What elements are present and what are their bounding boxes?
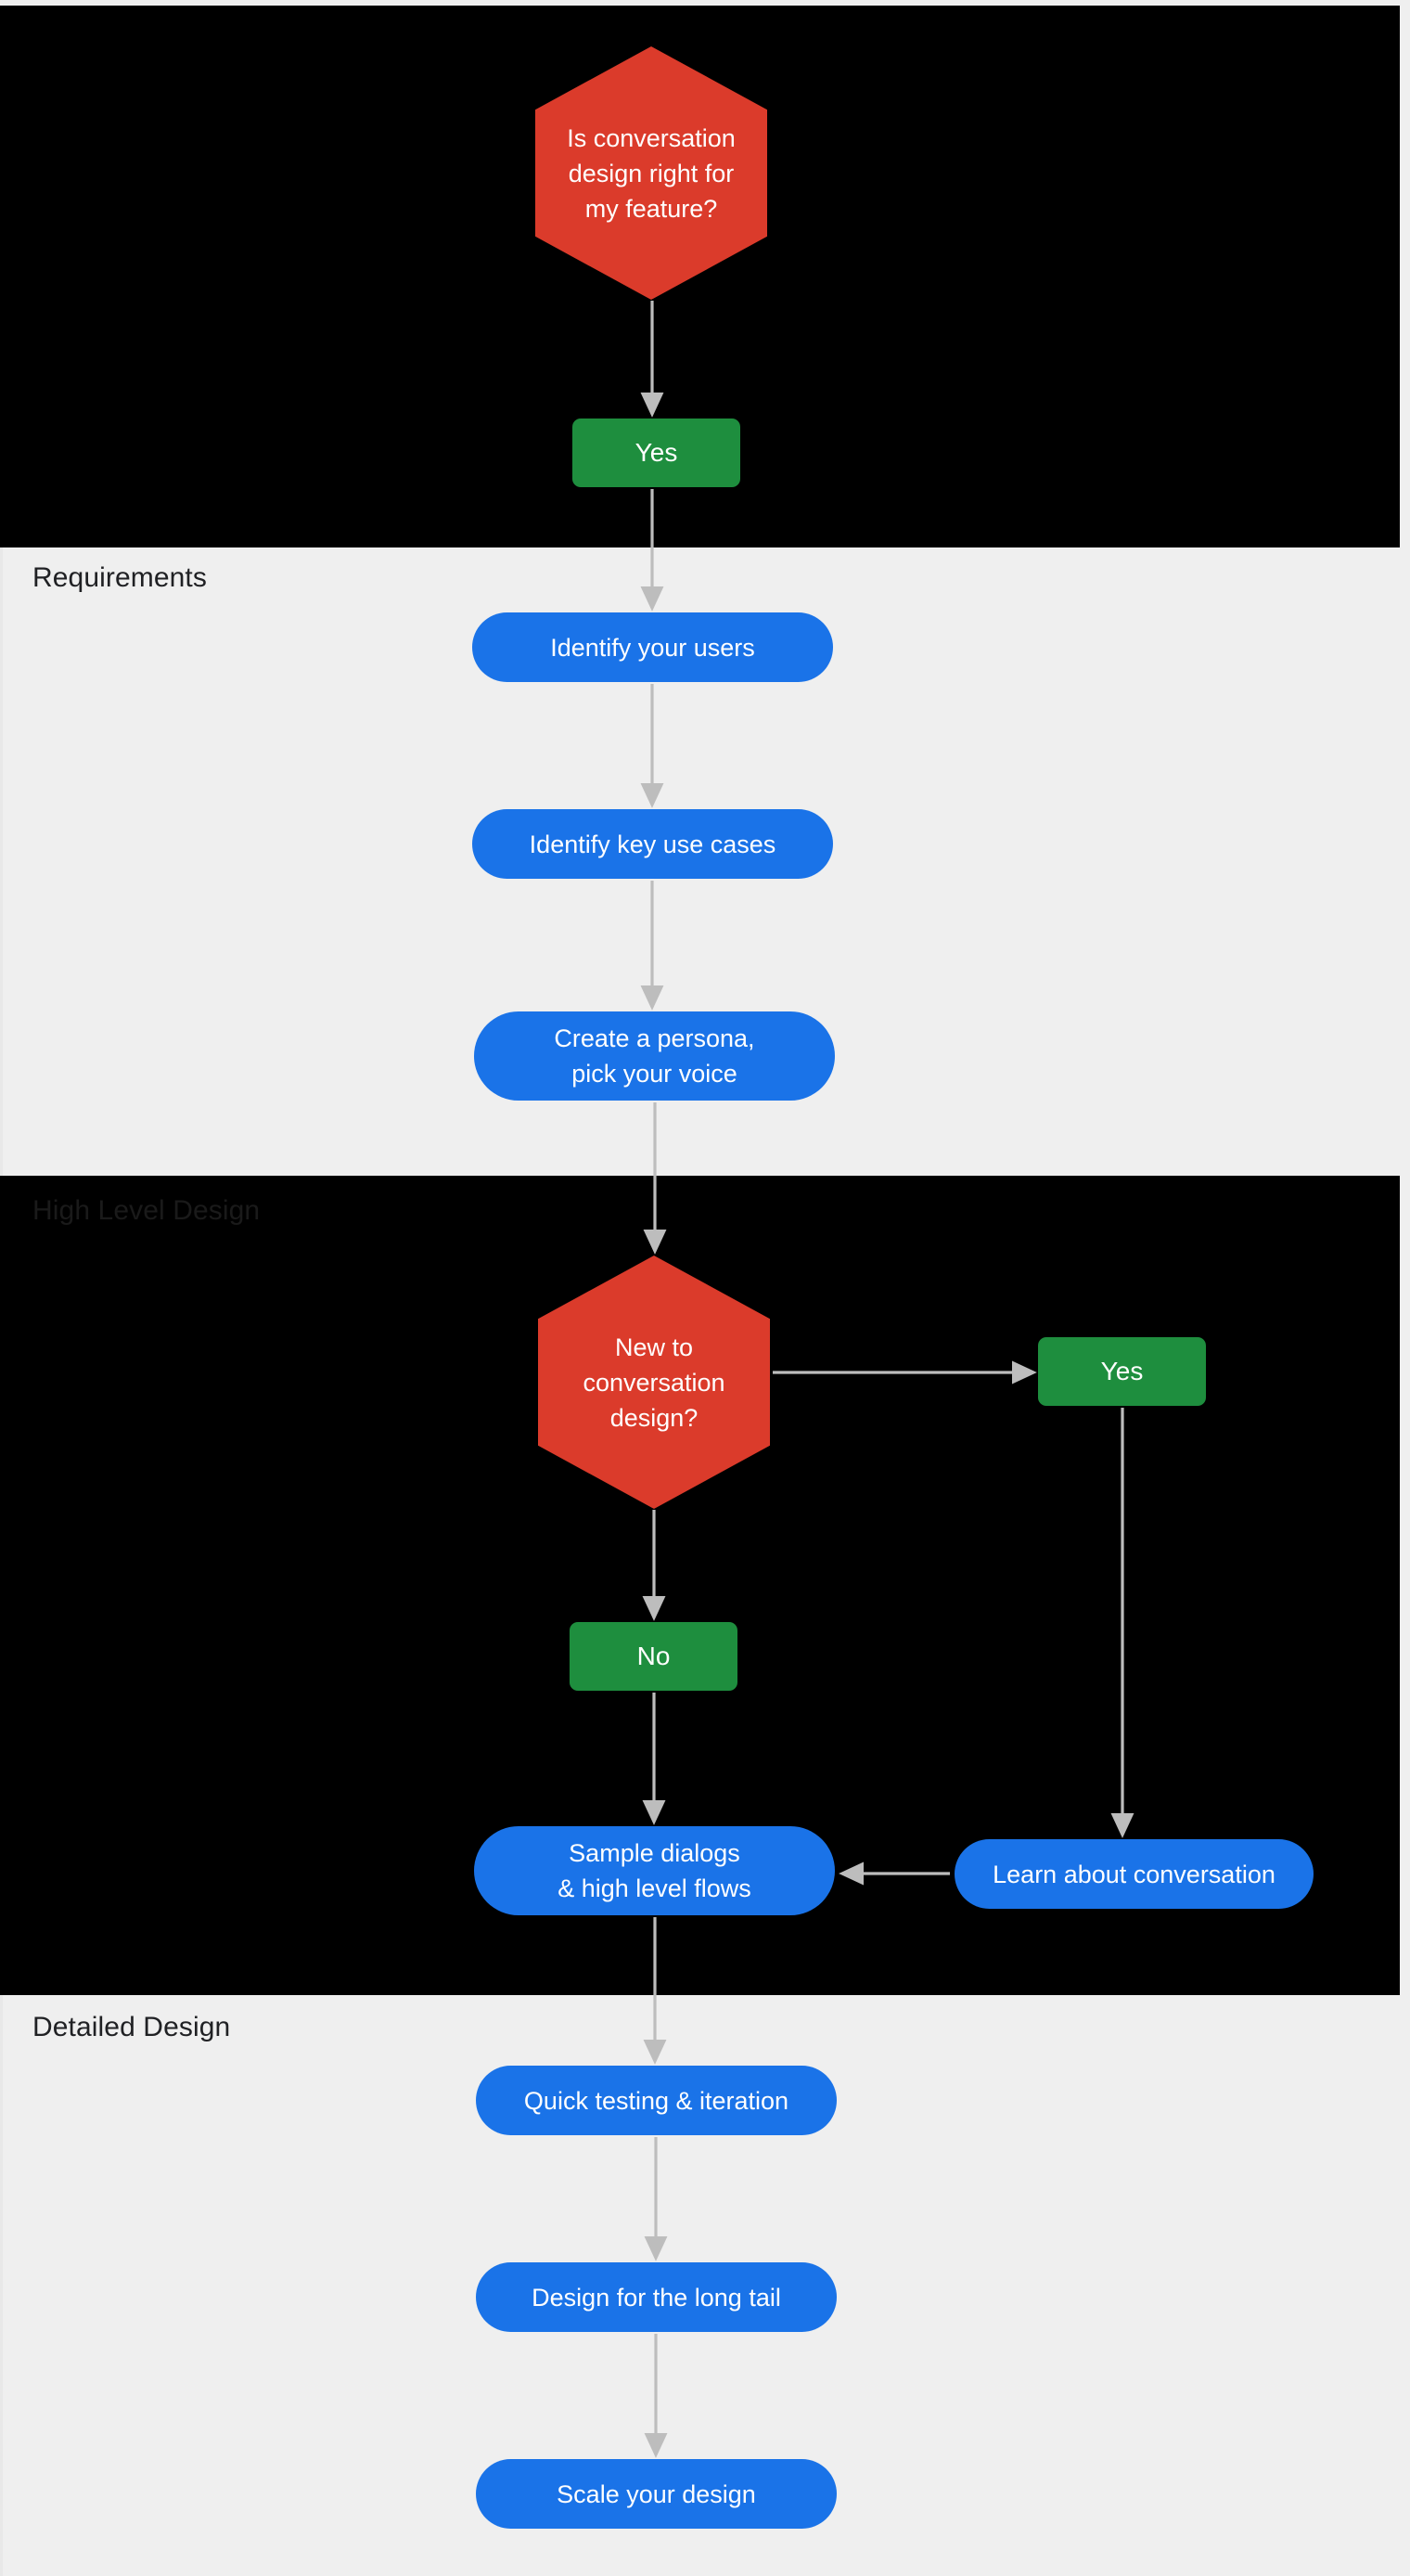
gutter-left-detailed	[0, 1995, 3, 2576]
step-node-identify-key-use-cases[interactable]: Identify key use cases	[472, 809, 833, 879]
section-label-detailed-design: Detailed Design	[32, 2012, 231, 2042]
step-node-learn-about-conversation[interactable]: Learn about conversation	[955, 1839, 1314, 1909]
answer-node-no[interactable]: No	[570, 1622, 737, 1691]
section-label-requirements: Requirements	[32, 562, 207, 593]
step-node-create-a-persona-pick-your-voice[interactable]: Create a persona, pick your voice	[474, 1011, 835, 1101]
step-node-quick-testing-iteration[interactable]: Quick testing & iteration	[476, 2066, 837, 2135]
gutter-left-requirements	[0, 547, 3, 1176]
decision-node-new-to-conversation-design[interactable]: New to conversation design?	[538, 1256, 770, 1509]
gutter-right-intro	[1400, 6, 1410, 547]
step-node-identify-your-users[interactable]: Identify your users	[472, 612, 833, 682]
section-label-high-level-design: High Level Design	[32, 1195, 261, 1226]
gutter-right-highlevel	[1400, 1176, 1410, 1995]
step-node-scale-your-design[interactable]: Scale your design	[476, 2459, 837, 2529]
answer-node-yes-high-level[interactable]: Yes	[1038, 1337, 1206, 1406]
step-node-sample-dialogs-high-level-flows[interactable]: Sample dialogs & high level flows	[474, 1826, 835, 1915]
step-node-design-for-the-long-tail[interactable]: Design for the long tail	[476, 2262, 837, 2332]
answer-node-yes-top[interactable]: Yes	[572, 419, 740, 487]
decision-node-is-conversation-design-right[interactable]: Is conversation design right for my feat…	[535, 46, 767, 300]
